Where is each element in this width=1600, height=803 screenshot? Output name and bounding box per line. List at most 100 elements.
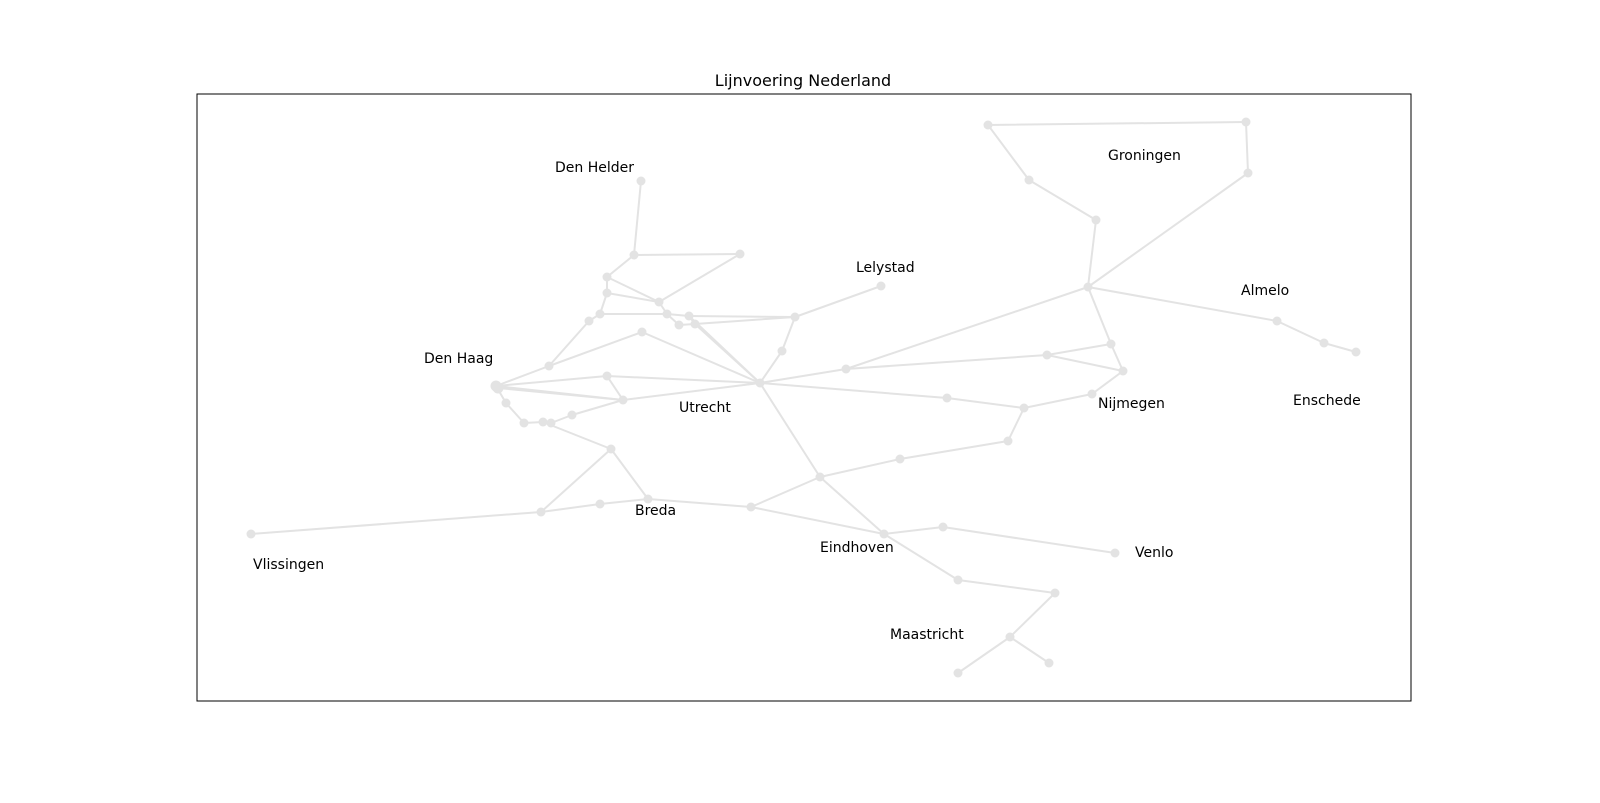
rail-segment bbox=[548, 331, 643, 367]
rail-segment bbox=[794, 285, 882, 318]
plot-frame bbox=[196, 93, 1412, 702]
station-node bbox=[1050, 588, 1060, 598]
station-node bbox=[942, 393, 952, 403]
station-node bbox=[536, 507, 546, 517]
rail-segment bbox=[1028, 179, 1097, 221]
station-node bbox=[629, 250, 639, 260]
label-nijmegen: Nijmegen bbox=[1098, 396, 1165, 412]
rail-segment bbox=[1087, 172, 1249, 288]
station-node bbox=[746, 502, 756, 512]
rail-segment bbox=[1087, 286, 1112, 345]
rail-segment bbox=[1009, 592, 1056, 638]
station-node bbox=[1118, 366, 1128, 376]
label-den-haag: Den Haag bbox=[424, 351, 493, 367]
rail-segment bbox=[1091, 370, 1124, 395]
rail-segment bbox=[1276, 320, 1325, 344]
station-node bbox=[735, 249, 745, 259]
label-venlo: Venlo bbox=[1135, 545, 1173, 561]
rail-segment bbox=[606, 375, 761, 384]
station-node bbox=[584, 316, 594, 326]
rail-segment bbox=[750, 506, 885, 535]
rail-segment bbox=[599, 498, 649, 505]
rail-segment bbox=[688, 315, 761, 384]
label-maastricht: Maastricht bbox=[890, 627, 964, 643]
rail-segment bbox=[942, 526, 1116, 554]
rail-segment bbox=[946, 397, 1025, 409]
station-node bbox=[654, 297, 664, 307]
rail-segment bbox=[987, 124, 1030, 181]
rail-segment bbox=[641, 331, 761, 384]
rail-segment bbox=[694, 316, 796, 325]
rail-segment bbox=[610, 448, 649, 500]
rail-segment bbox=[1046, 343, 1112, 356]
rail-segment bbox=[250, 511, 542, 535]
rail-segment bbox=[658, 253, 741, 303]
node-layer bbox=[246, 117, 1361, 678]
station-node bbox=[595, 499, 605, 509]
station-node bbox=[1024, 175, 1034, 185]
rail-segment bbox=[1110, 343, 1124, 372]
label-utrecht: Utrecht bbox=[679, 400, 731, 416]
rail-segment bbox=[606, 276, 660, 303]
edge-layer bbox=[250, 121, 1357, 674]
rail-segment bbox=[606, 375, 624, 401]
rail-segment bbox=[883, 526, 944, 535]
station-node bbox=[606, 444, 616, 454]
station-node bbox=[790, 312, 800, 322]
label-eindhoven: Eindhoven bbox=[820, 540, 894, 556]
station-node bbox=[1106, 339, 1116, 349]
station-node bbox=[643, 494, 653, 504]
station-node bbox=[815, 472, 825, 482]
label-enschede: Enschede bbox=[1293, 393, 1361, 409]
rail-segment bbox=[548, 320, 590, 367]
station-node bbox=[1044, 658, 1054, 668]
station-node bbox=[519, 418, 529, 428]
rail-segment bbox=[606, 254, 635, 278]
station-node bbox=[662, 309, 672, 319]
rail-segment bbox=[883, 533, 959, 581]
rail-segment bbox=[542, 421, 612, 450]
station-node bbox=[876, 281, 886, 291]
rail-segment bbox=[1087, 286, 1278, 322]
label-layer: Den Helder Lelystad Groningen Almelo Den… bbox=[253, 148, 1361, 643]
station-node bbox=[637, 327, 647, 337]
rail-segment bbox=[1023, 393, 1093, 409]
rail-segment bbox=[899, 440, 1009, 460]
label-lelystad: Lelystad bbox=[856, 260, 915, 276]
rail-segment bbox=[781, 316, 796, 352]
rail-segment bbox=[688, 315, 796, 318]
station-node bbox=[1241, 117, 1251, 127]
station-node bbox=[636, 176, 646, 186]
figure-title: Lijnvoering Nederland bbox=[715, 71, 891, 90]
station-node bbox=[538, 417, 548, 427]
station-node bbox=[501, 398, 511, 408]
rail-segment bbox=[1007, 407, 1025, 442]
station-node bbox=[1087, 389, 1097, 399]
rail-segment bbox=[622, 382, 761, 401]
station-node bbox=[690, 319, 700, 329]
label-vlissingen: Vlissingen bbox=[253, 557, 324, 573]
rail-segment bbox=[819, 458, 901, 478]
station-node bbox=[602, 288, 612, 298]
station-node bbox=[246, 529, 256, 539]
rail-segment bbox=[759, 350, 783, 384]
rail-segment bbox=[497, 387, 624, 401]
rail-segment bbox=[957, 579, 1056, 594]
station-node bbox=[567, 410, 577, 420]
rail-segment bbox=[759, 382, 821, 478]
station-node bbox=[544, 361, 554, 371]
station-node bbox=[1019, 403, 1029, 413]
rail-segment bbox=[1087, 219, 1097, 288]
station-node bbox=[1005, 632, 1015, 642]
rail-segment bbox=[571, 399, 624, 416]
rail-segment bbox=[495, 365, 550, 387]
rail-segment bbox=[1323, 342, 1357, 353]
station-node bbox=[602, 371, 612, 381]
rail-segment bbox=[606, 292, 660, 303]
station-node bbox=[684, 311, 694, 321]
station-node bbox=[953, 668, 963, 678]
station-node bbox=[755, 378, 765, 388]
station-node bbox=[1319, 338, 1329, 348]
rail-segment bbox=[1009, 636, 1050, 664]
